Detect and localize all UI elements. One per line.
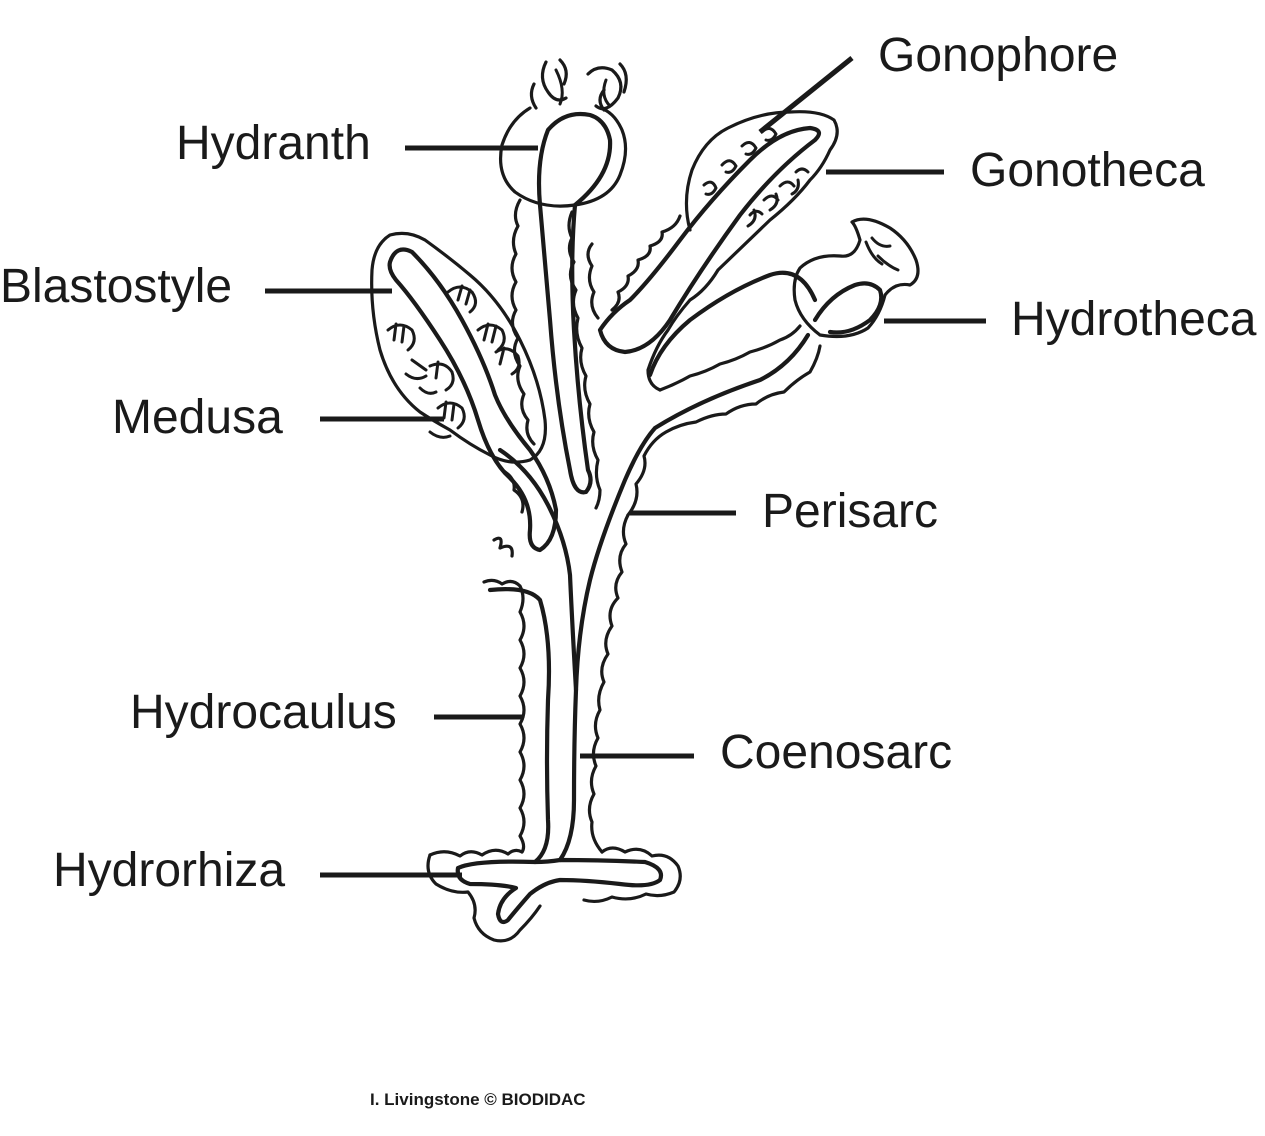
blastostyle-shape [370,231,559,558]
label-perisarc: Perisarc [762,485,938,538]
hydranth-shape [498,58,628,510]
labels: Gonophore Hydranth Gonotheca Blastostyle… [0,29,1257,897]
label-hydrorhiza: Hydrorhiza [53,844,285,897]
hydroid-colony-illustration [370,58,920,943]
main-stalk-shape [482,332,822,865]
image-credit: I. Livingstone © BIODIDAC [370,1090,586,1109]
label-hydranth: Hydranth [176,117,371,170]
label-medusa: Medusa [112,391,283,444]
leader-lines [265,56,986,878]
gonotheca-shape [586,110,839,392]
label-gonophore: Gonophore [878,29,1118,82]
hydrotheca-shape [647,217,920,392]
label-gonotheca: Gonotheca [970,144,1205,197]
label-hydrocaulus: Hydrocaulus [130,686,397,739]
label-hydrotheca: Hydrotheca [1011,293,1257,346]
gonophore-leader [758,56,854,134]
hydrorhiza-shape [426,846,682,943]
label-blastostyle: Blastostyle [0,260,232,313]
label-coenosarc: Coenosarc [720,726,952,779]
